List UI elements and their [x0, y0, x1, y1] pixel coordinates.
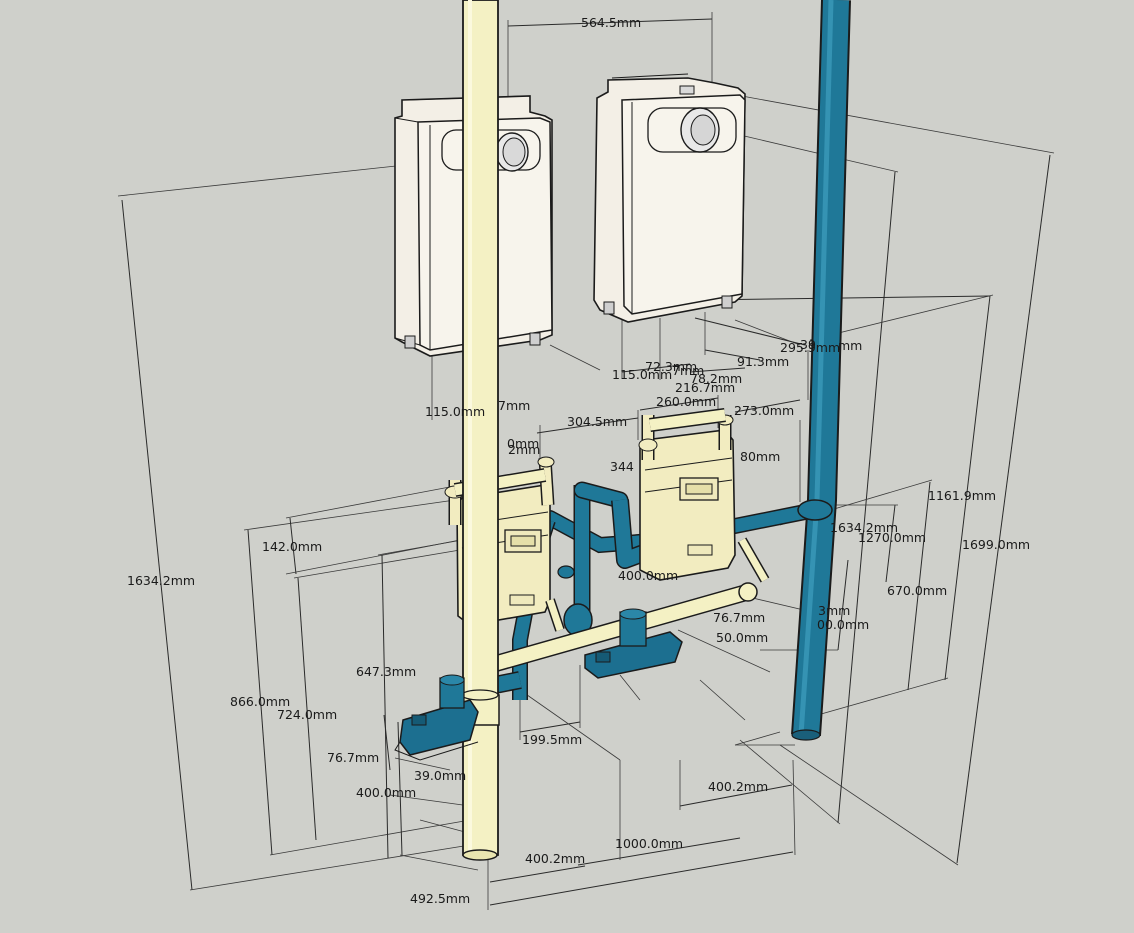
dimension-labels: 564.5mm 1634.2mm 1634.2mm 1699.0mm 1161.…: [127, 15, 1030, 906]
dim-115-0-b: 115.0mm: [612, 367, 672, 382]
dim-00-0: 00.0mm: [817, 617, 869, 632]
dim-1161-9: 1161.9mm: [928, 488, 996, 503]
dim-mm-a: mm: [838, 338, 862, 353]
dim-7mm: 7mm: [498, 398, 530, 413]
extension-lines: [117, 12, 1055, 910]
dim-115-0-a: 115.0mm: [425, 404, 485, 419]
dim-216-7: 216.7mm: [675, 380, 735, 395]
dim-295-9: 295.9mm: [780, 340, 840, 355]
dim-50-0: 50.0mm: [716, 630, 768, 645]
dim-273-0: 273.0mm: [734, 403, 794, 418]
dim-3mm: 3mm: [818, 603, 850, 618]
dim-39x: 39: [800, 337, 816, 352]
dim-344: 344: [610, 459, 634, 474]
blue-vertical-pipe[interactable]: [791, 0, 851, 741]
dim-78-2: 78.2mm: [690, 371, 742, 386]
dim-199-5: 199.5mm: [522, 732, 582, 747]
dim-866-0: 866.0mm: [230, 694, 290, 709]
water-heater-right[interactable]: [593, 73, 746, 323]
dim-0mm: 0mm: [507, 436, 539, 451]
dim-76-7-mid: 76.7mm: [713, 610, 765, 625]
dim-304-5: 304.5mm: [567, 414, 627, 429]
dim-400-2-bottom: 400.2mm: [525, 851, 585, 866]
dim-1270-0: 1270.0mm: [858, 530, 926, 545]
regulator-right[interactable]: [584, 608, 683, 679]
dim-492-5: 492.5mm: [410, 891, 470, 906]
dim-1699-0: 1699.0mm: [962, 537, 1030, 552]
dim-2mm: 2mm: [508, 442, 540, 457]
cream-vertical-pipe[interactable]: [461, 0, 500, 861]
dim-80mm: 80mm: [740, 449, 780, 464]
dim-1634-2-right: 1634.2mm: [830, 520, 898, 535]
dim-564-5: 564.5mm: [581, 15, 641, 30]
dim-724-0: 724.0mm: [277, 707, 337, 722]
gas-meter-left[interactable]: [444, 456, 555, 626]
dim-39-0: 39.0mm: [414, 768, 466, 783]
regulator-left[interactable]: [394, 674, 479, 761]
dim-76-7-left: 76.7mm: [327, 750, 379, 765]
dim-72-3: 72.3mm: [645, 359, 697, 374]
dim-400-0-mid: 400.0mm: [618, 568, 678, 583]
dim-142-0: 142.0mm: [262, 539, 322, 554]
cream-water-piping[interactable]: [471, 537, 770, 677]
dim-647-3: 647.3mm: [356, 664, 416, 679]
dim-670-0: 670.0mm: [887, 583, 947, 598]
dim-1000-0: 1000.0mm: [615, 836, 683, 851]
dim-91-3: 91.3mm: [737, 354, 789, 369]
dim-1634-2-left: 1634.2mm: [127, 573, 195, 588]
dim-400-0-left: 400.0mm: [356, 785, 416, 800]
dim-7mm-b: 7mm: [672, 363, 704, 378]
dim-260-0: 260.0mm: [656, 394, 716, 409]
gas-meter-right[interactable]: [638, 408, 736, 581]
dim-400-2-mid: 400.2mm: [708, 779, 768, 794]
